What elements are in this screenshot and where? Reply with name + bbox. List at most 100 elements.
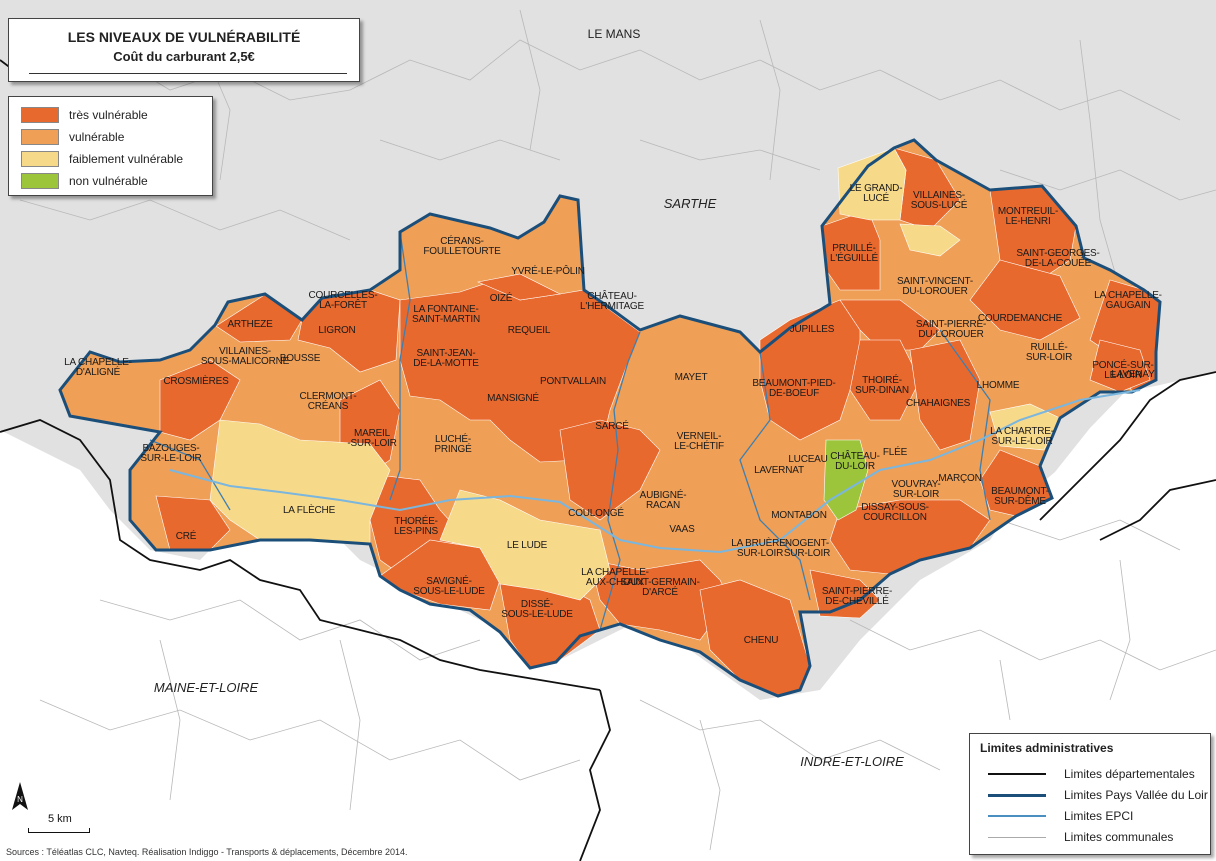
legend-swatch (21, 151, 59, 167)
commune-label: CHENU (744, 635, 779, 646)
admin-item-departementales: Limites départementales (988, 767, 1195, 781)
commune-label-line: MAYET (675, 372, 708, 383)
legend-label: très vulnérable (69, 108, 148, 122)
commune-label-line: PONTVALLAIN (540, 376, 606, 387)
commune-label: JUPILLES (790, 324, 835, 335)
commune-label-line: LIGRON (318, 325, 355, 336)
commune-label-line: CRÉANS (308, 399, 349, 412)
commune-label-line: FLÉE (883, 445, 908, 458)
commune-label-line: LA CHARTRE- (990, 426, 1054, 437)
legend-swatch (21, 173, 59, 189)
commune-label: PRUILLÉ-L'ÉGUILLÉ (830, 241, 878, 264)
commune-label-line: SAINT-JEAN- (417, 348, 476, 359)
commune-label: VILLAINES-SOUS-LUCÉ (911, 190, 968, 211)
commune-label: CRÉ (176, 529, 197, 542)
commune-label: SAINT-GEORGES-DE-LA-COUÉE (1016, 248, 1099, 269)
commune-label-line: -SUR-LOIR (347, 438, 396, 449)
commune-label-line: AUX-CHOUX (586, 577, 645, 588)
commune-label-line: MONTREUIL- (998, 206, 1058, 217)
city-label-le-mans: LE MANS (588, 27, 641, 41)
commune-label-line: BEAUMONT-PIED- (752, 378, 835, 389)
north-arrow-icon: N (12, 782, 28, 810)
scale-label: 5 km (48, 813, 72, 825)
legend-item: faiblement vulnérable (21, 151, 183, 167)
commune-label-line: LE LUDE (507, 540, 548, 551)
title-rule (29, 73, 347, 74)
title-box: LES NIVEAUX DE VULNÉRABILITÉ Coût du car… (8, 18, 360, 82)
commune-label: LIGRON (318, 325, 355, 336)
commune-label: LE LUDE (507, 540, 548, 551)
commune-label-line: DU-LOROUER (902, 286, 967, 297)
commune-label-line: SAVIGNÉ- (426, 574, 471, 587)
commune-label-line: LA CHAPELLE- (1094, 290, 1162, 301)
commune-label: LA CHAPELLE-D'ALIGNÉ (64, 357, 132, 378)
commune-label-line: LE-HENRI (1005, 216, 1050, 227)
commune-label: SAVIGNÉ-SOUS-LE-LUDE (413, 574, 485, 597)
commune-label: SAINT-VINCENT-DU-LOROUER (897, 276, 973, 297)
legend-swatch (21, 129, 59, 145)
commune-label: CÉRANS-FOULLETOURTE (423, 234, 501, 257)
dept-label-indre-et-loire: INDRE-ET-LOIRE (800, 754, 904, 769)
commune-label-line: YVRÉ-LE-PÔLIN (511, 264, 585, 277)
commune-label-line: SAINT-MARTIN (412, 314, 480, 325)
commune-label-line: SAINT-VINCENT- (897, 276, 973, 287)
commune-label: LA FLÈCHE (283, 503, 336, 516)
commune-label: THOIRÉ-SUR-DINAN (855, 373, 909, 396)
commune-label-line: MONTABON (771, 510, 826, 521)
commune-label-line: DISSÉ- (521, 597, 553, 610)
commune-label-line: LE-LOIR (1104, 370, 1142, 381)
commune-label-line: LA CHAPELLE- (64, 357, 132, 368)
commune-label: VAAS (669, 524, 695, 535)
commune-label-line: SUR-LE-LOIR (991, 436, 1052, 447)
scale-bar-group: N 5 km (10, 782, 100, 842)
commune-label-line: DE-BOEUF (769, 388, 819, 399)
commune-label-line: LA CHAPELLE- (581, 567, 649, 578)
commune-label-line: BOUSSE (280, 353, 321, 364)
commune-label-line: THOIRÉ- (862, 373, 902, 386)
commune-label: SARCÉ (595, 419, 629, 432)
admin-line (988, 815, 1046, 817)
admin-line (988, 773, 1046, 775)
commune-label-line: ARTHEZE (227, 319, 273, 330)
non-vulnerable-zone (823, 439, 869, 521)
commune-label-line: THORÉE- (394, 514, 438, 527)
legend-item: très vulnérable (21, 107, 148, 123)
commune-label: MONTREUIL-LE-HENRI (998, 206, 1058, 227)
commune-label-line: JUPILLES (790, 324, 835, 335)
legend-label: non vulnérable (69, 174, 148, 188)
commune-label: VILLAINES-SOUS-MALICORNE (201, 346, 290, 367)
commune-label: REQUEIL (508, 325, 551, 336)
commune-label-line: LA FONTAINE- (413, 304, 478, 315)
commune-label: DISSAY-SOUS-COURCILLON (861, 502, 929, 523)
commune-label-line: FOULLETOURTE (423, 246, 501, 257)
commune-label-line: NOGENT- (785, 538, 829, 549)
legend: très vulnérable vulnérable faiblement vu… (8, 96, 213, 196)
commune-label-line: CHAHAIGNES (906, 398, 971, 409)
commune-label: LUCEAU (788, 454, 827, 465)
commune-label-line: DE-LA-MOTTE (413, 358, 479, 369)
commune-label-line: SAINT-PIERRE- (916, 319, 986, 330)
commune-label-line: CÉRANS- (440, 234, 484, 247)
commune-label-line: LE GRAND- (850, 183, 903, 194)
commune-label: PONCÉ-SUR-LE-LOIR (1092, 358, 1153, 381)
commune-label: COULONGÉ (568, 506, 624, 519)
commune-label-line: SAINT-GERMAIN- (620, 577, 699, 588)
commune-label-line: LUCÉ (863, 191, 889, 204)
commune-label: MONTABON (771, 510, 826, 521)
commune-label-line: SUR-LOIR (737, 548, 783, 559)
admin-line (988, 836, 1046, 838)
commune-label-line: COURDEMANCHE (978, 313, 1063, 324)
commune-label-line: MANSIGNÉ (487, 391, 539, 404)
admin-item-pays: Limites Pays Vallée du Loir (988, 788, 1208, 802)
admin-item-communales: Limites communales (988, 830, 1173, 844)
commune-label-line: LAVERNAT (754, 465, 804, 476)
commune-label-line: BEAUMONT- (991, 486, 1049, 497)
commune-label: CROSMIÈRES (163, 374, 229, 387)
commune-label-line: SUR-LOIR (893, 489, 939, 500)
commune-label: SAINT-JEAN-DE-LA-MOTTE (413, 348, 479, 369)
admin-item-epci: Limites EPCI (988, 809, 1133, 823)
commune-label: LHOMME (977, 380, 1020, 391)
pays-vallee-du-loir (58, 138, 1162, 698)
